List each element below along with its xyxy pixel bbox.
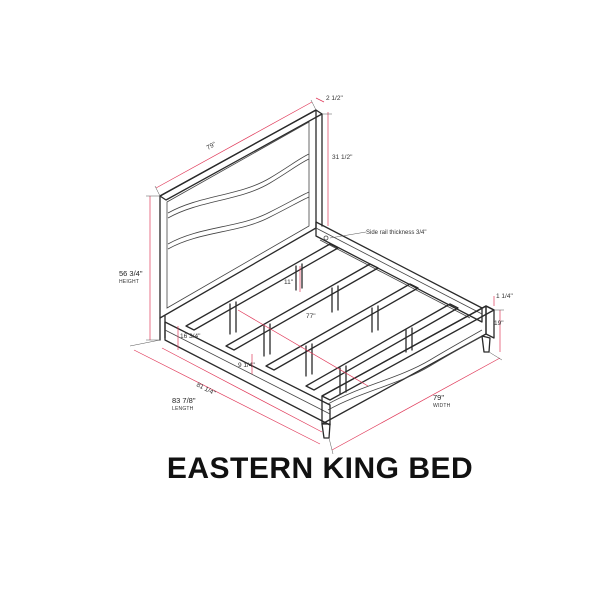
height-label: HEIGHT (119, 279, 139, 285)
slat-3 (265, 283, 419, 377)
width-label: WIDTH (433, 403, 451, 409)
side-length-label: 81 1/4" (195, 382, 217, 398)
dimension-lines (129, 97, 504, 455)
slats (185, 243, 459, 395)
side-rail-note: Side rail thickness 3/4" (366, 230, 427, 236)
slat-clearance-label: 11" (284, 279, 294, 286)
length-label: LENGTH (172, 406, 194, 412)
length-value: 83 7/8" (172, 396, 196, 405)
diagram-title: EASTERN KING BED (166, 452, 474, 485)
inner-length-label: 77" (306, 313, 316, 320)
width-value: 79" (433, 393, 444, 402)
slat-2 (225, 263, 379, 357)
rail-height-low-label: 16 3/4" (180, 333, 201, 340)
panel-height-label: 31 1/2" (332, 154, 353, 161)
headboard-thickness-label: 2 1/2" (326, 95, 343, 102)
side-rails (164, 221, 483, 426)
footboard-height-label: 19" (494, 320, 504, 327)
height-value: 56 3/4" (119, 269, 143, 278)
rail-height-small-label: 9 1/4" (238, 362, 255, 369)
slat-4 (305, 303, 459, 395)
footboard-top-label: 1 1/4" (496, 293, 513, 300)
slat-1 (185, 243, 339, 335)
footboard (321, 305, 495, 439)
headboard-width-label: 79" (206, 141, 218, 152)
